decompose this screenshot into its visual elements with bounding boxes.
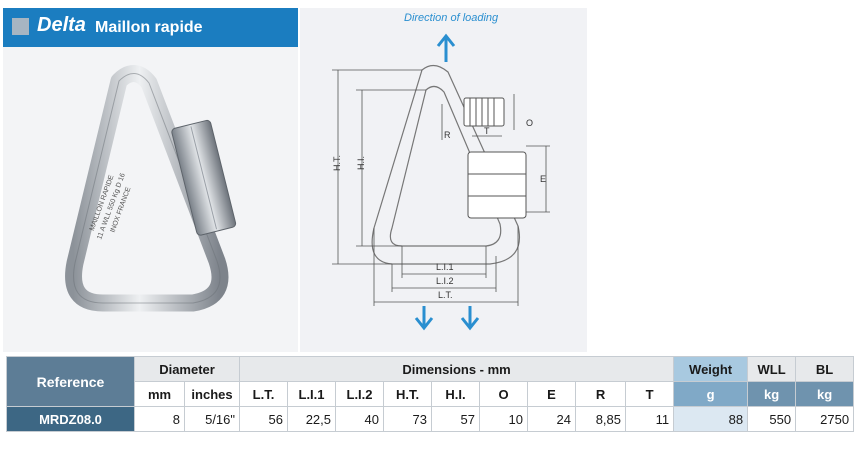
down-arrow-right-icon [460,306,480,331]
col-li2: L.I.2 [335,381,385,407]
col-o: O [479,381,529,407]
dim-t-label: T [484,126,490,136]
cell-r: 8,85 [575,406,627,432]
reference-header: Reference [6,356,135,407]
cell-wll: 550 [747,406,797,432]
technical-diagram: Direction of loading [300,8,587,352]
table-subheader-row: mm inches L.T. L.I.1 L.I.2 H.T. H.I. O E… [7,381,855,407]
col-mm: mm [134,381,185,407]
col-hi: H.I. [431,381,481,407]
cell-e: 24 [527,406,577,432]
col-bl-unit: kg [795,381,855,407]
dim-e-label: E [540,174,547,184]
up-arrow-icon [436,33,456,62]
title-banner: Delta Maillon rapide [3,8,298,47]
cell-li1: 22,5 [287,406,337,432]
banner-square-icon [12,18,29,35]
cell-weight: 88 [673,406,749,432]
col-e: E [527,381,577,407]
dim-r-label: R [444,130,451,140]
dim-o-label: O [526,118,534,128]
col-weight-unit: g [673,381,749,407]
col-inches: inches [183,381,241,407]
direction-label: Direction of loading [404,12,499,24]
table-row: MRDZ08.0 8 5/16" 56 22,5 40 73 57 10 24 … [6,406,855,432]
weight-header: Weight [673,356,749,382]
col-r: R [575,381,627,407]
dim-li2-label: L.I.2 [436,276,454,286]
col-lt: L.T. [239,381,289,407]
cell-li2: 40 [335,406,385,432]
spec-table: Reference Diameter Dimensions - mm Weigh… [6,356,855,432]
cell-hi: 57 [431,406,481,432]
dim-li1-label: L.I.1 [436,262,454,272]
cell-lt: 56 [239,406,289,432]
cell-reference: MRDZ08.0 [6,406,135,432]
cell-mm: 8 [134,406,185,432]
bl-header: BL [795,356,855,382]
dim-ht-label: H.T. [332,154,343,172]
col-ht: H.T. [383,381,433,407]
dim-lt-label: L.T. [438,290,453,300]
down-arrow-left-icon [414,306,434,331]
cell-t: 11 [625,406,675,432]
cell-bl: 2750 [795,406,855,432]
dimensions-header: Dimensions - mm [239,356,675,382]
col-t: T [625,381,675,407]
dim-hi-label: H.I. [356,155,367,171]
product-photo: MAILLON RAPIDE 11 A WLL 550 Kg D 16 INOX… [3,47,298,352]
cell-o: 10 [479,406,529,432]
cell-inches: 5/16" [183,406,241,432]
wll-header: WLL [747,356,797,382]
product-subtitle: Maillon rapide [95,19,203,36]
col-wll-unit: kg [747,381,797,407]
maillon-photo: MAILLON RAPIDE 11 A WLL 550 Kg D 16 INOX… [65,65,237,312]
product-brand: Delta [37,14,86,36]
diameter-header: Diameter [133,356,241,382]
table-header-row: Reference Diameter Dimensions - mm Weigh… [6,356,855,407]
diagram-drawing [332,33,550,331]
col-li1: L.I.1 [287,381,337,407]
cell-ht: 73 [383,406,433,432]
